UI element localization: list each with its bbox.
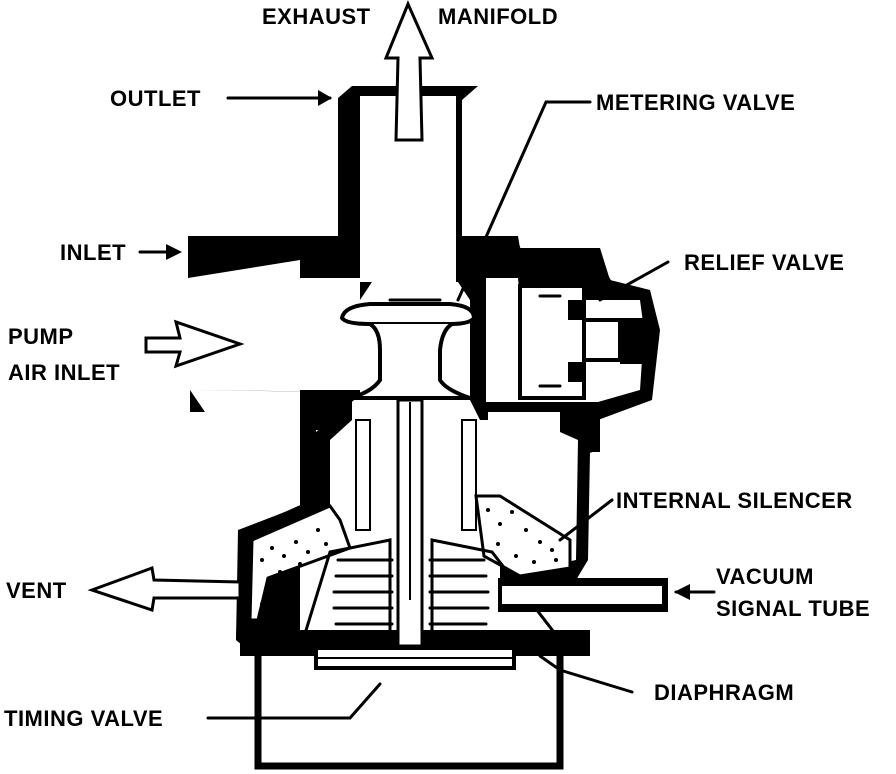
label-relief-valve: RELIEF VALVE — [684, 250, 844, 275]
label-inlet: INLET — [60, 240, 126, 265]
label-manifold: MANIFOLD — [438, 4, 558, 29]
label-pump: PUMP — [8, 324, 74, 349]
label-signal-tube: SIGNAL TUBE — [716, 596, 870, 621]
internal-silencer — [248, 494, 572, 622]
vent-arrow — [87, 565, 242, 612]
valve-stem — [355, 398, 477, 648]
label-diaphragm: DIAPHRAGM — [654, 680, 794, 705]
diaphragm — [266, 642, 578, 670]
label-metering-valve: METERING VALVE — [596, 90, 795, 115]
pump-air-inlet-arrow — [144, 319, 245, 369]
label-vacuum: VACUUM — [716, 564, 814, 589]
label-outlet: OUTLET — [110, 86, 201, 111]
metering-valve — [339, 298, 477, 400]
label-internal-silencer: INTERNAL SILENCER — [616, 488, 853, 513]
exhaust-arrow — [383, 0, 435, 142]
label-exhaust: EXHAUST — [262, 4, 371, 29]
leader-lines — [138, 90, 716, 720]
label-timing-valve: TIMING VALVE — [4, 706, 163, 731]
labels: EXHAUST MANIFOLD OUTLET METERING VALVE I… — [4, 4, 870, 731]
label-air-inlet: AIR INLET — [8, 360, 120, 385]
relief-valve-assembly — [518, 284, 646, 400]
diaphragm-spring — [297, 538, 564, 652]
label-vent: VENT — [6, 578, 67, 603]
vacuum-signal-tube — [498, 578, 668, 612]
